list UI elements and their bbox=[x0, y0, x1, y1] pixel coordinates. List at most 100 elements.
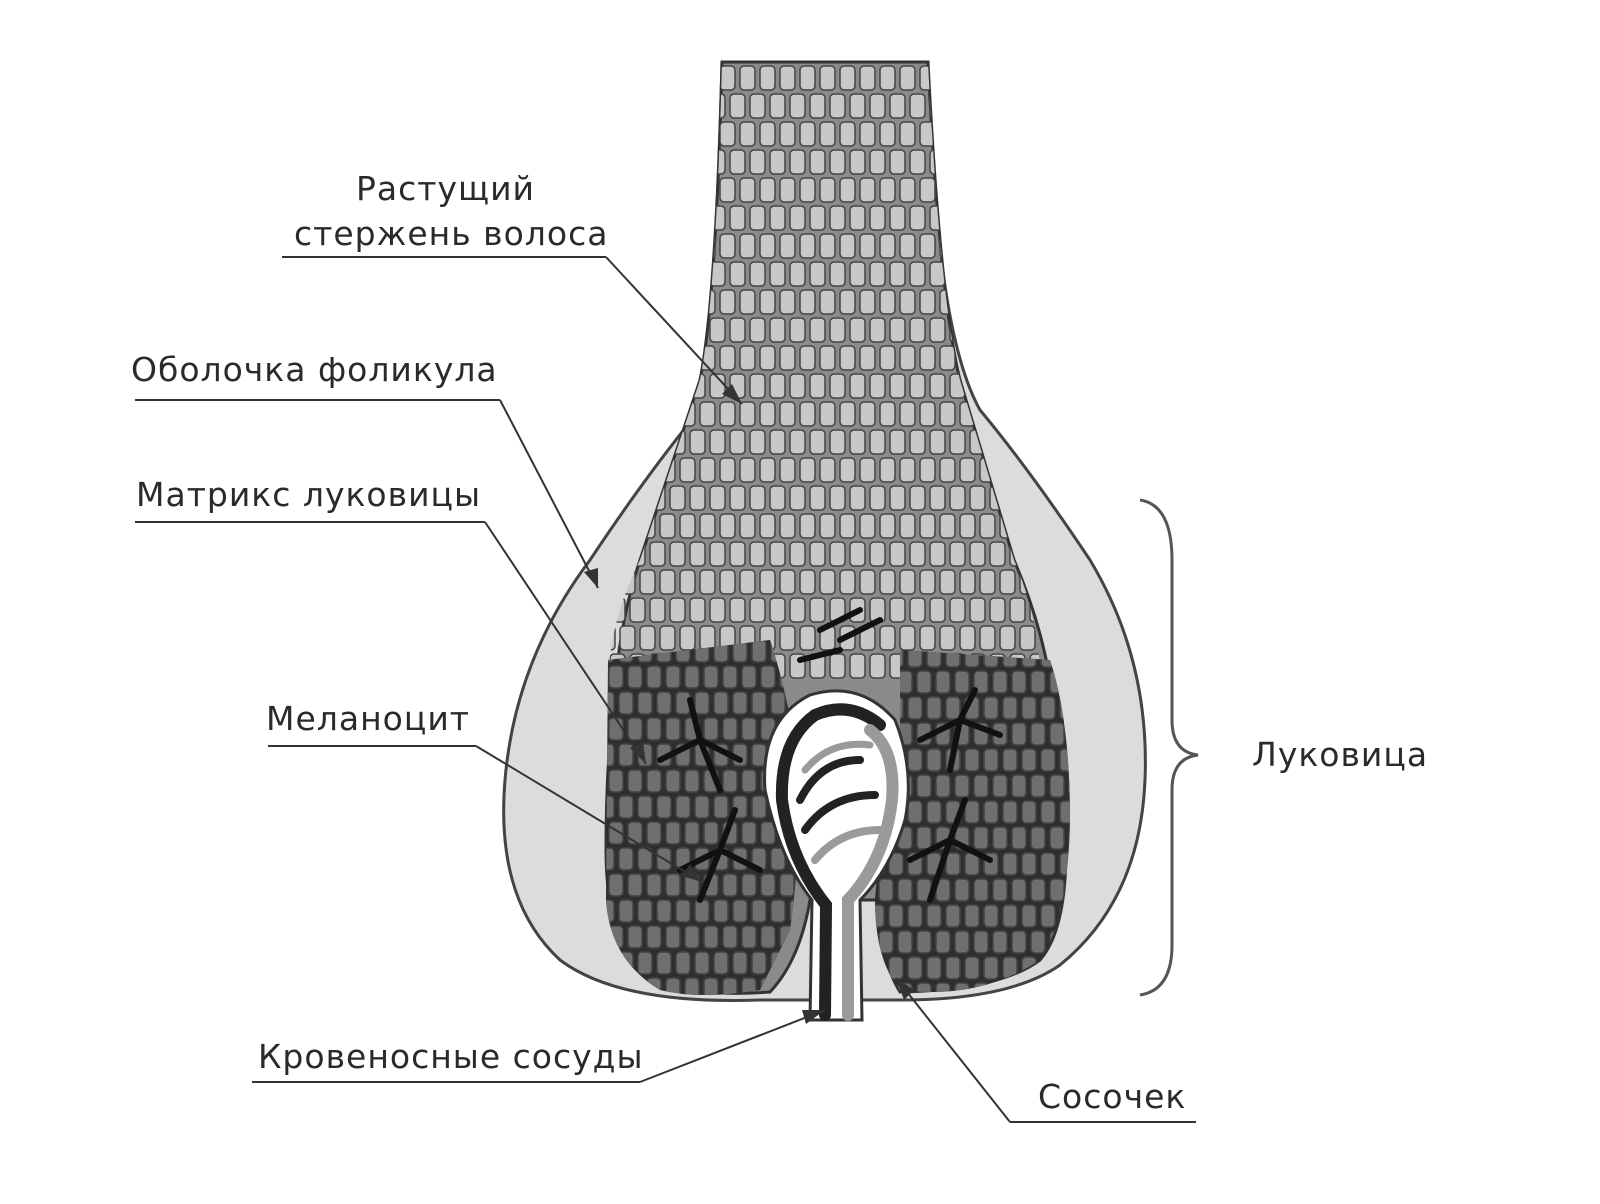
matrix-cell bbox=[1068, 982, 1070, 992]
shaft-cell bbox=[669, 541, 686, 567]
shaft-cell bbox=[779, 401, 796, 427]
matrix-cell bbox=[1079, 957, 1093, 979]
matrix-cell bbox=[907, 904, 923, 928]
shaft-cell bbox=[849, 653, 866, 679]
leader-lines bbox=[135, 256, 1196, 1123]
shaft-cell bbox=[879, 233, 896, 259]
shaft-cell bbox=[619, 345, 636, 371]
shaft-cell bbox=[809, 429, 826, 455]
shaft-cell bbox=[1070, 374, 1085, 398]
shaft-cell bbox=[869, 317, 886, 343]
shaft-cell bbox=[879, 569, 896, 595]
shaft-cell bbox=[829, 93, 846, 119]
shaft-cell bbox=[649, 205, 666, 231]
shaft-cell bbox=[1019, 625, 1036, 651]
matrix-cell bbox=[875, 904, 885, 928]
shaft-cell bbox=[1019, 401, 1036, 427]
shaft-cell bbox=[1050, 262, 1065, 286]
matrix-cell bbox=[935, 670, 951, 694]
shaft-cell bbox=[659, 569, 676, 595]
shaft-cell bbox=[689, 149, 706, 175]
shaft-cell bbox=[679, 121, 696, 147]
shaft-cell bbox=[889, 485, 906, 511]
shaft-cell bbox=[659, 513, 676, 539]
shaft-cell bbox=[989, 373, 1006, 399]
shaft-cell bbox=[639, 401, 656, 427]
shaft-cell bbox=[829, 541, 846, 567]
shaft-cell bbox=[999, 569, 1016, 595]
matrix-cell bbox=[627, 717, 643, 741]
matrix-cell bbox=[964, 956, 980, 980]
matrix-cell bbox=[983, 800, 999, 824]
shaft-cell bbox=[859, 513, 876, 539]
shaft-cell bbox=[629, 597, 646, 623]
shaft-cell bbox=[609, 205, 626, 231]
shaft-cell bbox=[1009, 373, 1026, 399]
shaft-cell bbox=[608, 289, 616, 315]
shaft-cell bbox=[759, 513, 776, 539]
matrix-cell bbox=[973, 670, 989, 694]
shaft-cell bbox=[909, 541, 926, 567]
shaft-cell bbox=[789, 485, 806, 511]
shaft-cell bbox=[759, 345, 776, 371]
label-follicle-sheath: Оболочка фоликула bbox=[131, 350, 498, 389]
shaft-cell bbox=[739, 457, 756, 483]
shaft-cell bbox=[849, 485, 866, 511]
matrix-cell bbox=[722, 717, 738, 741]
shaft-cell bbox=[949, 149, 966, 175]
shaft-cell bbox=[609, 485, 626, 511]
matrix-cell bbox=[992, 826, 1008, 850]
shaft-cell bbox=[609, 317, 626, 343]
matrix-cell bbox=[656, 899, 672, 923]
shaft-cell bbox=[859, 457, 876, 483]
shaft-cell bbox=[1050, 374, 1065, 398]
matrix-cell bbox=[637, 951, 653, 975]
shaft-cell bbox=[619, 65, 636, 91]
shaft-cell bbox=[729, 429, 746, 455]
shaft-cell bbox=[939, 65, 956, 91]
shaft-cell bbox=[829, 373, 846, 399]
matrix-cell bbox=[935, 930, 951, 954]
matrix-cell bbox=[703, 717, 719, 741]
shaft-cell bbox=[749, 149, 766, 175]
matrix-cell bbox=[732, 951, 748, 975]
matrix-cell bbox=[722, 769, 738, 793]
shaft-cell bbox=[939, 345, 956, 371]
shaft-cell bbox=[929, 317, 946, 343]
matrix-cell bbox=[964, 748, 980, 772]
matrix-cell bbox=[1030, 670, 1046, 694]
shaft-cell bbox=[1029, 373, 1040, 399]
shaft-cell bbox=[749, 597, 766, 623]
matrix-cell bbox=[770, 899, 786, 923]
shaft-cell bbox=[919, 65, 936, 91]
shaft-cell bbox=[939, 401, 956, 427]
shaft-cell bbox=[819, 233, 836, 259]
shaft-cell bbox=[929, 485, 946, 511]
shaft-cell bbox=[839, 457, 856, 483]
matrix-cell bbox=[926, 904, 942, 928]
shaft-cell bbox=[949, 261, 966, 287]
matrix-cell bbox=[675, 899, 691, 923]
shaft-cell bbox=[859, 65, 876, 91]
shaft-cell bbox=[1060, 122, 1075, 146]
matrix-cell bbox=[878, 930, 894, 954]
shaft-cell bbox=[839, 65, 856, 91]
shaft-cell bbox=[729, 261, 746, 287]
shaft-cell bbox=[999, 65, 1016, 91]
shaft-cell bbox=[769, 541, 786, 567]
shaft-cell bbox=[729, 485, 746, 511]
shaft-cell bbox=[809, 261, 826, 287]
matrix-cell bbox=[954, 930, 970, 954]
shaft-cell bbox=[639, 121, 656, 147]
matrix-cell bbox=[1068, 826, 1070, 850]
shaft-cell bbox=[929, 541, 946, 567]
shaft-cell bbox=[919, 289, 936, 315]
shaft-cell bbox=[939, 457, 956, 483]
matrix-cell bbox=[878, 878, 894, 902]
shaft-cell bbox=[899, 177, 916, 203]
matrix-cell bbox=[916, 826, 932, 850]
matrix-cell bbox=[945, 904, 961, 928]
matrix-cell bbox=[897, 670, 913, 694]
shaft-cell bbox=[1060, 402, 1075, 426]
